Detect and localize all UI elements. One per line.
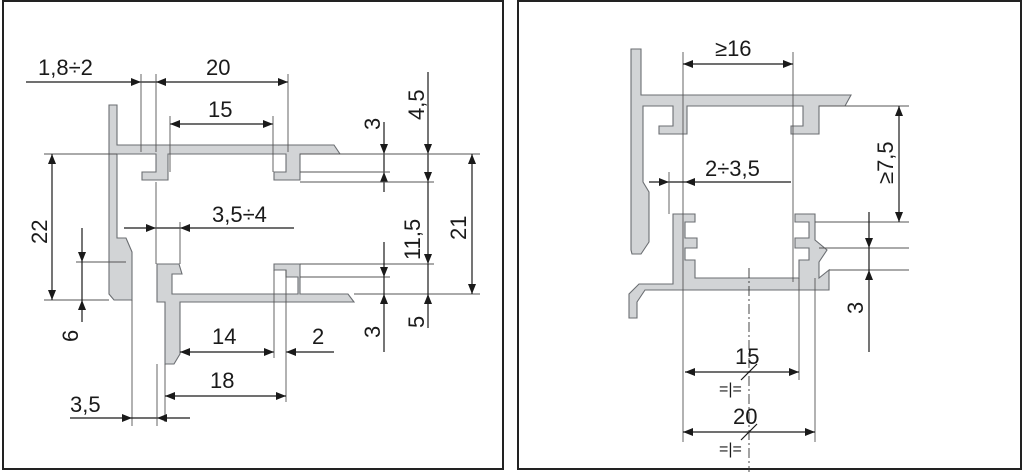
dim-label-2: 2 — [312, 324, 324, 349]
dim-label-22: 22 — [27, 220, 52, 244]
dim-label-ge16: ≥16 — [715, 36, 752, 61]
dim-label-21: 21 — [446, 216, 471, 240]
dim-label-2-3-5: 2÷3,5 — [705, 156, 760, 181]
dim-label-3-5-4: 3,5÷4 — [212, 202, 267, 227]
right-bottom-profile — [628, 213, 830, 319]
dim-label-4-5: 4,5 — [404, 89, 429, 120]
dim-label-15-top: 15 — [208, 97, 232, 122]
dim-label-3-top: 3 — [360, 118, 385, 130]
symmetry-mark-15: =|= — [719, 381, 742, 398]
right-drawing-panel: ≥16 ≥7,5 2÷3,5 3 15 =|= 20 =|= — [517, 0, 1022, 472]
right-top-profile — [630, 48, 852, 255]
dim-label-3-5-bottom: 3,5 — [70, 392, 101, 417]
dim-label-3-right: 3 — [843, 302, 868, 314]
dim-label-5: 5 — [404, 316, 429, 328]
dim-label-15-right: 15 — [735, 344, 759, 369]
left-inner-profile — [156, 263, 356, 365]
dim-label-14: 14 — [212, 324, 236, 349]
dim-label-ge7-5: ≥7,5 — [873, 141, 898, 184]
dim-label-11-5: 11,5 — [400, 219, 425, 260]
dim-label-20-top: 20 — [206, 55, 230, 80]
left-profile-drawing: 1,8÷2 20 15 3 4,5 22 3,5÷4 11,5 21 — [26, 55, 480, 426]
dim-label-20-right: 20 — [733, 404, 757, 429]
left-drawing-panel: 1,8÷2 20 15 3 4,5 22 3,5÷4 11,5 21 — [2, 0, 504, 470]
dim-label-6: 6 — [58, 330, 83, 342]
dim-label-3-bottom: 3 — [360, 326, 385, 338]
dim-label-18: 18 — [210, 368, 234, 393]
right-profile-drawing: ≥16 ≥7,5 2÷3,5 3 15 =|= 20 =|= — [628, 36, 909, 472]
symmetry-mark-20: =|= — [719, 441, 742, 458]
dim-label-1-8-2: 1,8÷2 — [38, 55, 93, 80]
